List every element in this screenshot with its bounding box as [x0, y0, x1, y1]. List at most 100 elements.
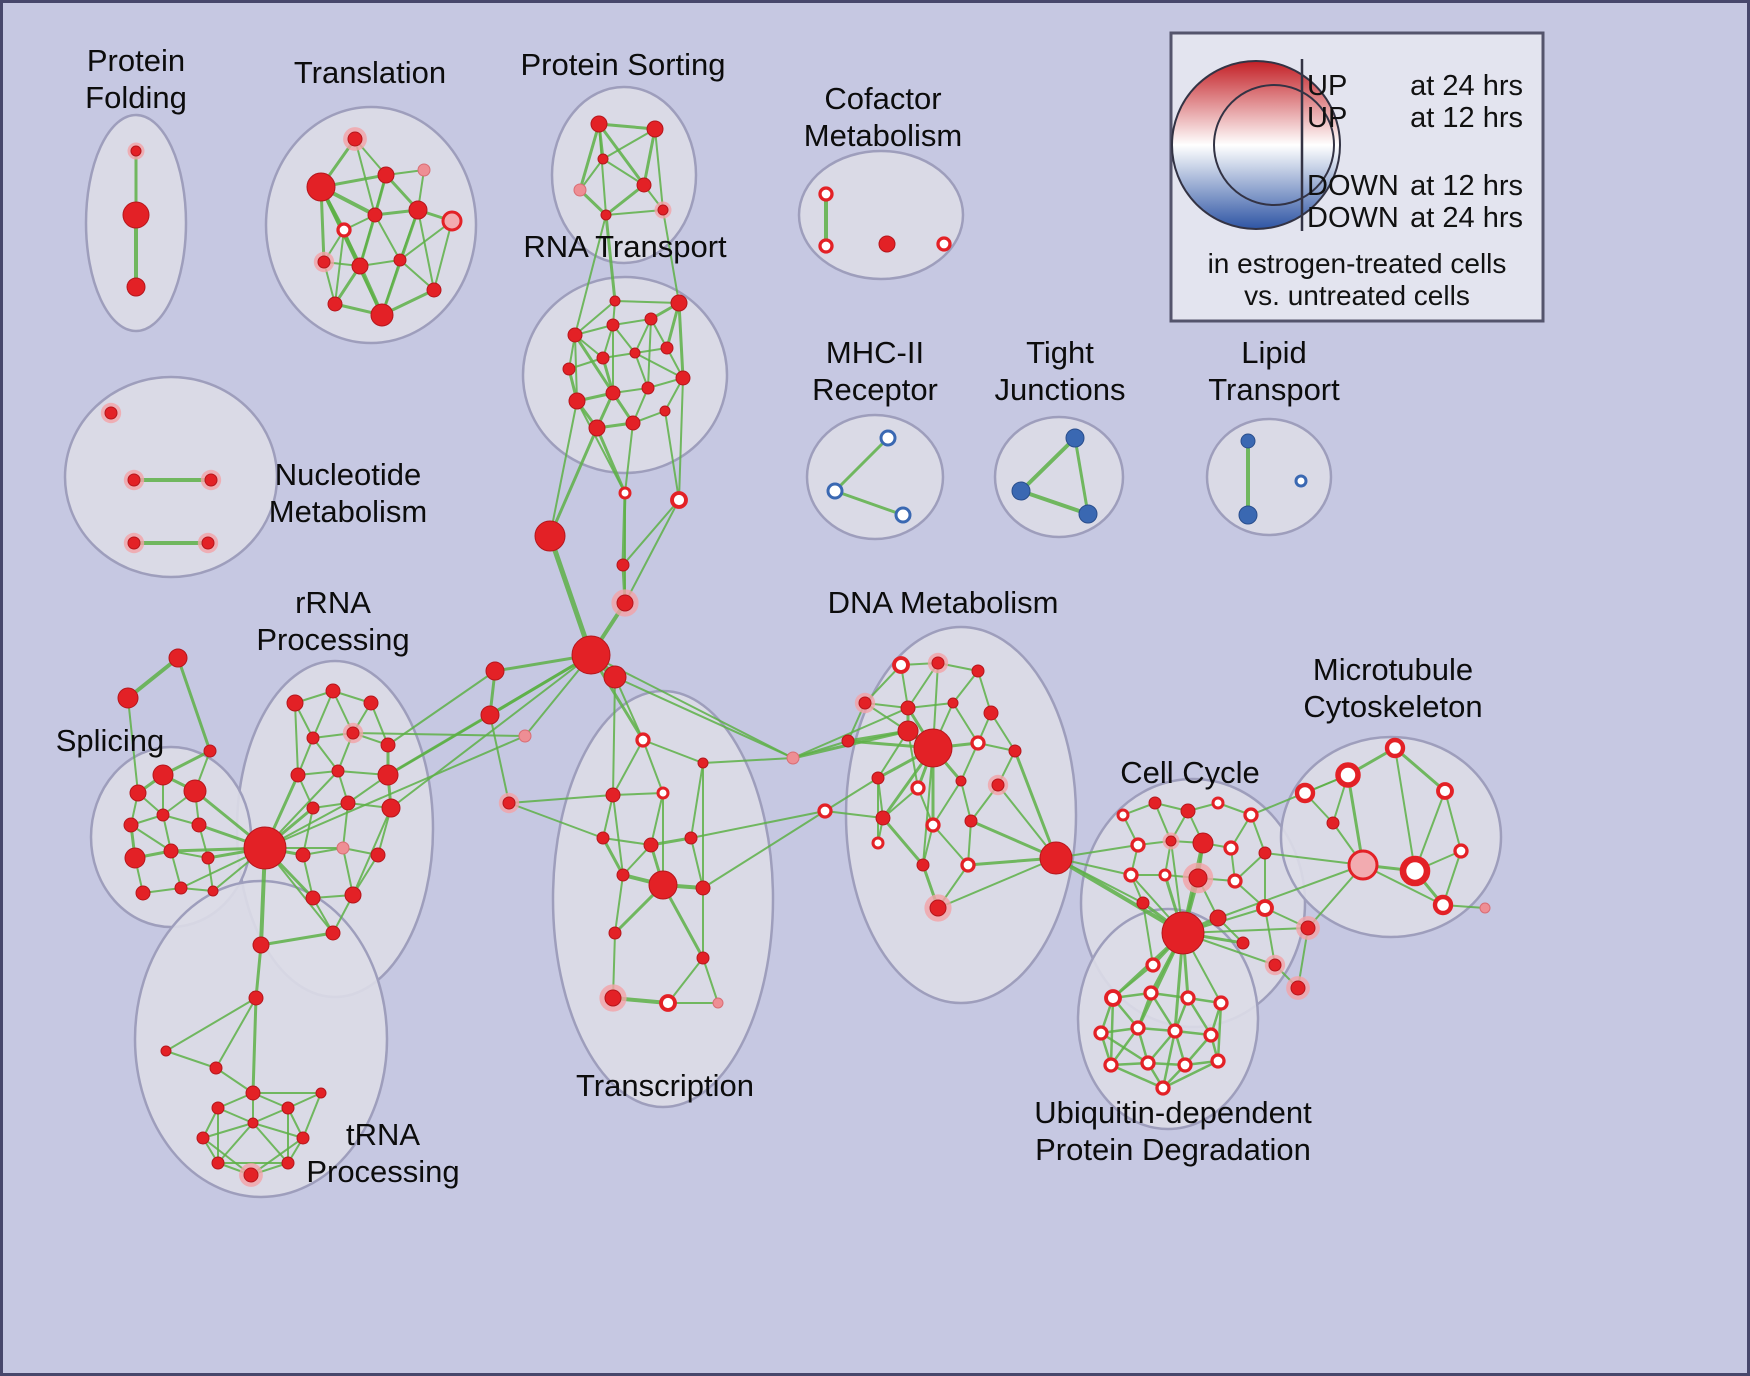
network-node: [878, 235, 896, 253]
network-edge: [578, 122, 601, 192]
network-edge: [690, 810, 826, 839]
network-node: [296, 1131, 310, 1145]
network-edge: [702, 757, 794, 764]
cluster-label-microtubule-cytoskeleton: Cytoskeleton: [1303, 689, 1482, 724]
cluster-ellipse-lipid-transport: [1205, 417, 1333, 537]
network-edge: [922, 747, 934, 866]
network-edge: [604, 183, 646, 217]
network-node: [871, 771, 885, 785]
network-node: [618, 486, 632, 500]
network-node: [1209, 909, 1227, 927]
network-node: [117, 687, 139, 709]
network-edge: [1444, 790, 1462, 852]
network-node: [656, 786, 670, 800]
network-node: [875, 810, 891, 826]
network-node: [135, 885, 151, 901]
network-node: [641, 381, 655, 395]
network-node: [306, 172, 336, 202]
network-node: [1158, 868, 1172, 882]
network-node: [608, 926, 622, 940]
network-node: [243, 826, 287, 870]
network-node: [426, 282, 442, 298]
network-edge: [952, 670, 979, 704]
cluster-ellipse-tight-junctions: [993, 415, 1125, 539]
network-edge: [547, 533, 594, 658]
network-edge: [574, 214, 607, 336]
network-node: [786, 751, 800, 765]
cluster-ellipse-mhc-ii-receptor: [805, 413, 945, 541]
network-node: [1223, 840, 1239, 856]
network-edge: [251, 996, 258, 1095]
network-node: [191, 817, 207, 833]
network-node: [605, 787, 621, 803]
network-edge: [374, 214, 401, 261]
network-edge: [387, 670, 496, 746]
network-node: [1211, 796, 1225, 810]
network-edge: [217, 1122, 254, 1164]
cluster-label-protein-folding: Folding: [85, 80, 187, 115]
cluster-label-rna-transport: RNA Transport: [523, 229, 727, 264]
network-node: [644, 312, 658, 326]
network-node: [987, 774, 1009, 796]
network-edge: [1054, 856, 1185, 935]
network-edge: [548, 426, 599, 538]
network-node: [924, 894, 952, 922]
network-node: [609, 295, 621, 307]
cluster-ellipse-trna-processing: [133, 879, 389, 1199]
cluster-label-tight-junctions: Tight: [1026, 335, 1094, 370]
network-edge: [881, 816, 925, 867]
network-node: [123, 817, 139, 833]
cluster-label-trna-processing: tRNA: [346, 1117, 420, 1152]
network-node: [573, 183, 587, 197]
network-edge: [642, 739, 704, 764]
network-node: [696, 951, 710, 965]
network-node: [1143, 985, 1159, 1001]
network-node: [600, 209, 612, 221]
network-edge: [824, 810, 884, 819]
legend-down-24-label: DOWN: [1307, 202, 1399, 234]
network-node: [393, 253, 407, 267]
network-edge: [678, 377, 684, 501]
network-node: [203, 744, 217, 758]
network-node: [126, 277, 146, 297]
network-edge: [574, 300, 616, 336]
network-edge: [642, 739, 664, 794]
network-edge: [1073, 436, 1090, 516]
network-node: [605, 385, 621, 401]
network-edge: [549, 400, 578, 537]
network-edge: [634, 352, 684, 379]
network-node: [201, 851, 215, 865]
network-node: [163, 843, 179, 859]
network-node: [648, 870, 678, 900]
network-node: [295, 847, 311, 863]
network-node: [983, 705, 999, 721]
network-edge: [1393, 746, 1447, 793]
network-node: [1258, 846, 1272, 860]
network-edge: [1142, 902, 1154, 966]
network-edge: [573, 333, 615, 395]
network-node: [712, 997, 724, 1009]
network-node: [196, 1131, 210, 1145]
network-edge: [824, 777, 879, 812]
network-node: [1180, 990, 1196, 1006]
network-node: [955, 775, 967, 787]
cluster-ellipse-nucleotide-metabolism: [63, 375, 279, 579]
network-node: [596, 351, 610, 365]
network-edge: [882, 787, 919, 819]
cluster-label-transcription: Transcription: [576, 1068, 754, 1103]
network-edge: [302, 1092, 322, 1139]
network-node: [377, 166, 395, 184]
network-node: [123, 532, 145, 554]
network-node: [629, 347, 641, 359]
legend-up-12-label: UP: [1307, 102, 1347, 134]
network-node: [590, 115, 608, 133]
node-layer: [100, 115, 1491, 1187]
network-node: [1326, 816, 1340, 830]
network-node: [1399, 855, 1431, 887]
network-node: [498, 792, 520, 814]
network-node: [441, 210, 463, 232]
cluster-label-rrna-processing: rRNA: [295, 585, 371, 620]
network-node: [211, 1101, 225, 1115]
network-node: [659, 405, 671, 417]
